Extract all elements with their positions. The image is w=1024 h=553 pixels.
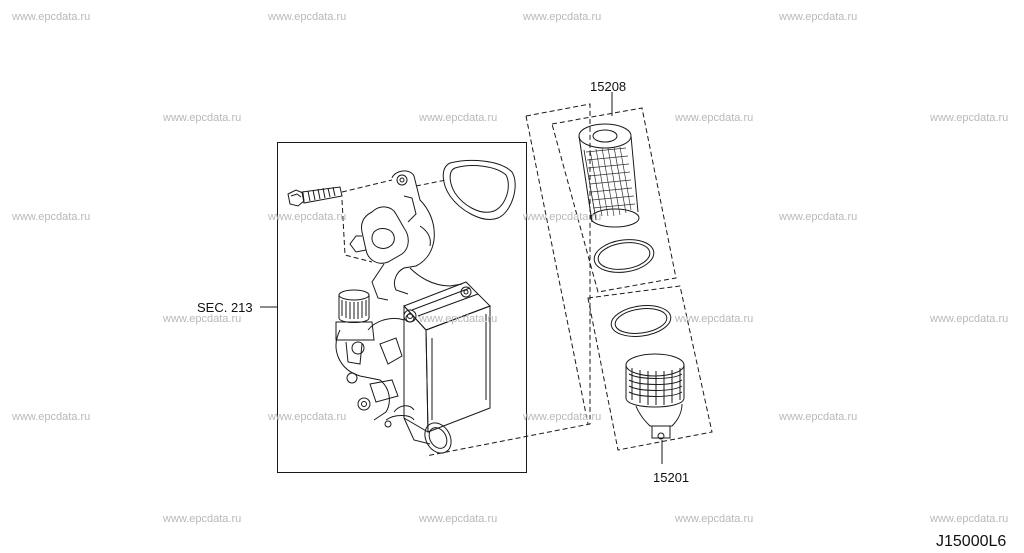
gasket-dashed-guide [415,179,447,187]
watermark-text: www.epcdata.ru [929,112,1008,124]
watermark-text: www.epcdata.ru [267,11,346,23]
outlet-pipe [384,405,452,454]
filter-cap-dashed-box [587,285,713,451]
watermark-text: www.epcdata.ru [267,211,346,223]
watermark-text: www.epcdata.ru [11,411,90,423]
watermark-text: www.epcdata.ru [522,211,601,223]
filter-group-dashed-inner [525,115,589,425]
diagram-code: J15000L6 [936,533,1006,550]
watermark-text: www.epcdata.ru [778,11,857,23]
watermark-text: www.epcdata.ru [929,313,1008,325]
watermark-text: www.epcdata.ru [267,411,346,423]
oil-cooler [403,281,491,433]
watermark-text: www.epcdata.ru [11,211,90,223]
watermark-text: www.epcdata.ru [418,313,497,325]
oil-cooler-assembly-frame [277,142,527,473]
bolt [287,186,343,207]
filter-group-dashed-outline [425,103,591,457]
oil-filter-cap [625,353,685,440]
watermark-text: www.epcdata.ru [418,513,497,525]
watermark-text: www.epcdata.ru [522,11,601,23]
oil-filter-housing [349,170,463,301]
watermark-text: www.epcdata.ru [418,112,497,124]
watermarks: www.epcdata.ru www.epcdata.ru www.epcdata.… [11,11,1008,525]
watermark-text: www.epcdata.ru [674,112,753,124]
watermark-text: www.epcdata.ru [674,513,753,525]
watermark-text: www.epcdata.ru [162,112,241,124]
callout-15201: 15201 [653,470,689,485]
oil-cooler-base [335,309,417,421]
watermark-text: www.epcdata.ru [778,411,857,423]
bolt-dashed-guide [341,179,393,263]
cap-o-ring [610,305,672,337]
housing-side-cap [335,289,375,365]
filter-o-ring [593,239,655,273]
watermark-text: www.epcdata.ru [162,513,241,525]
callout-15208: 15208 [590,79,626,94]
watermark-text: www.epcdata.ru [11,11,90,23]
watermark-text: www.epcdata.ru [674,313,753,325]
oil-filter-element [578,123,640,228]
watermark-text: www.epcdata.ru [162,313,241,325]
filter-element-dashed-box [551,107,677,293]
callout-sec-213: SEC. 213 [197,300,253,315]
watermark-text: www.epcdata.ru [929,513,1008,525]
housing-gasket [442,159,516,220]
watermark-text: www.epcdata.ru [778,211,857,223]
watermark-text: www.epcdata.ru [522,411,601,423]
